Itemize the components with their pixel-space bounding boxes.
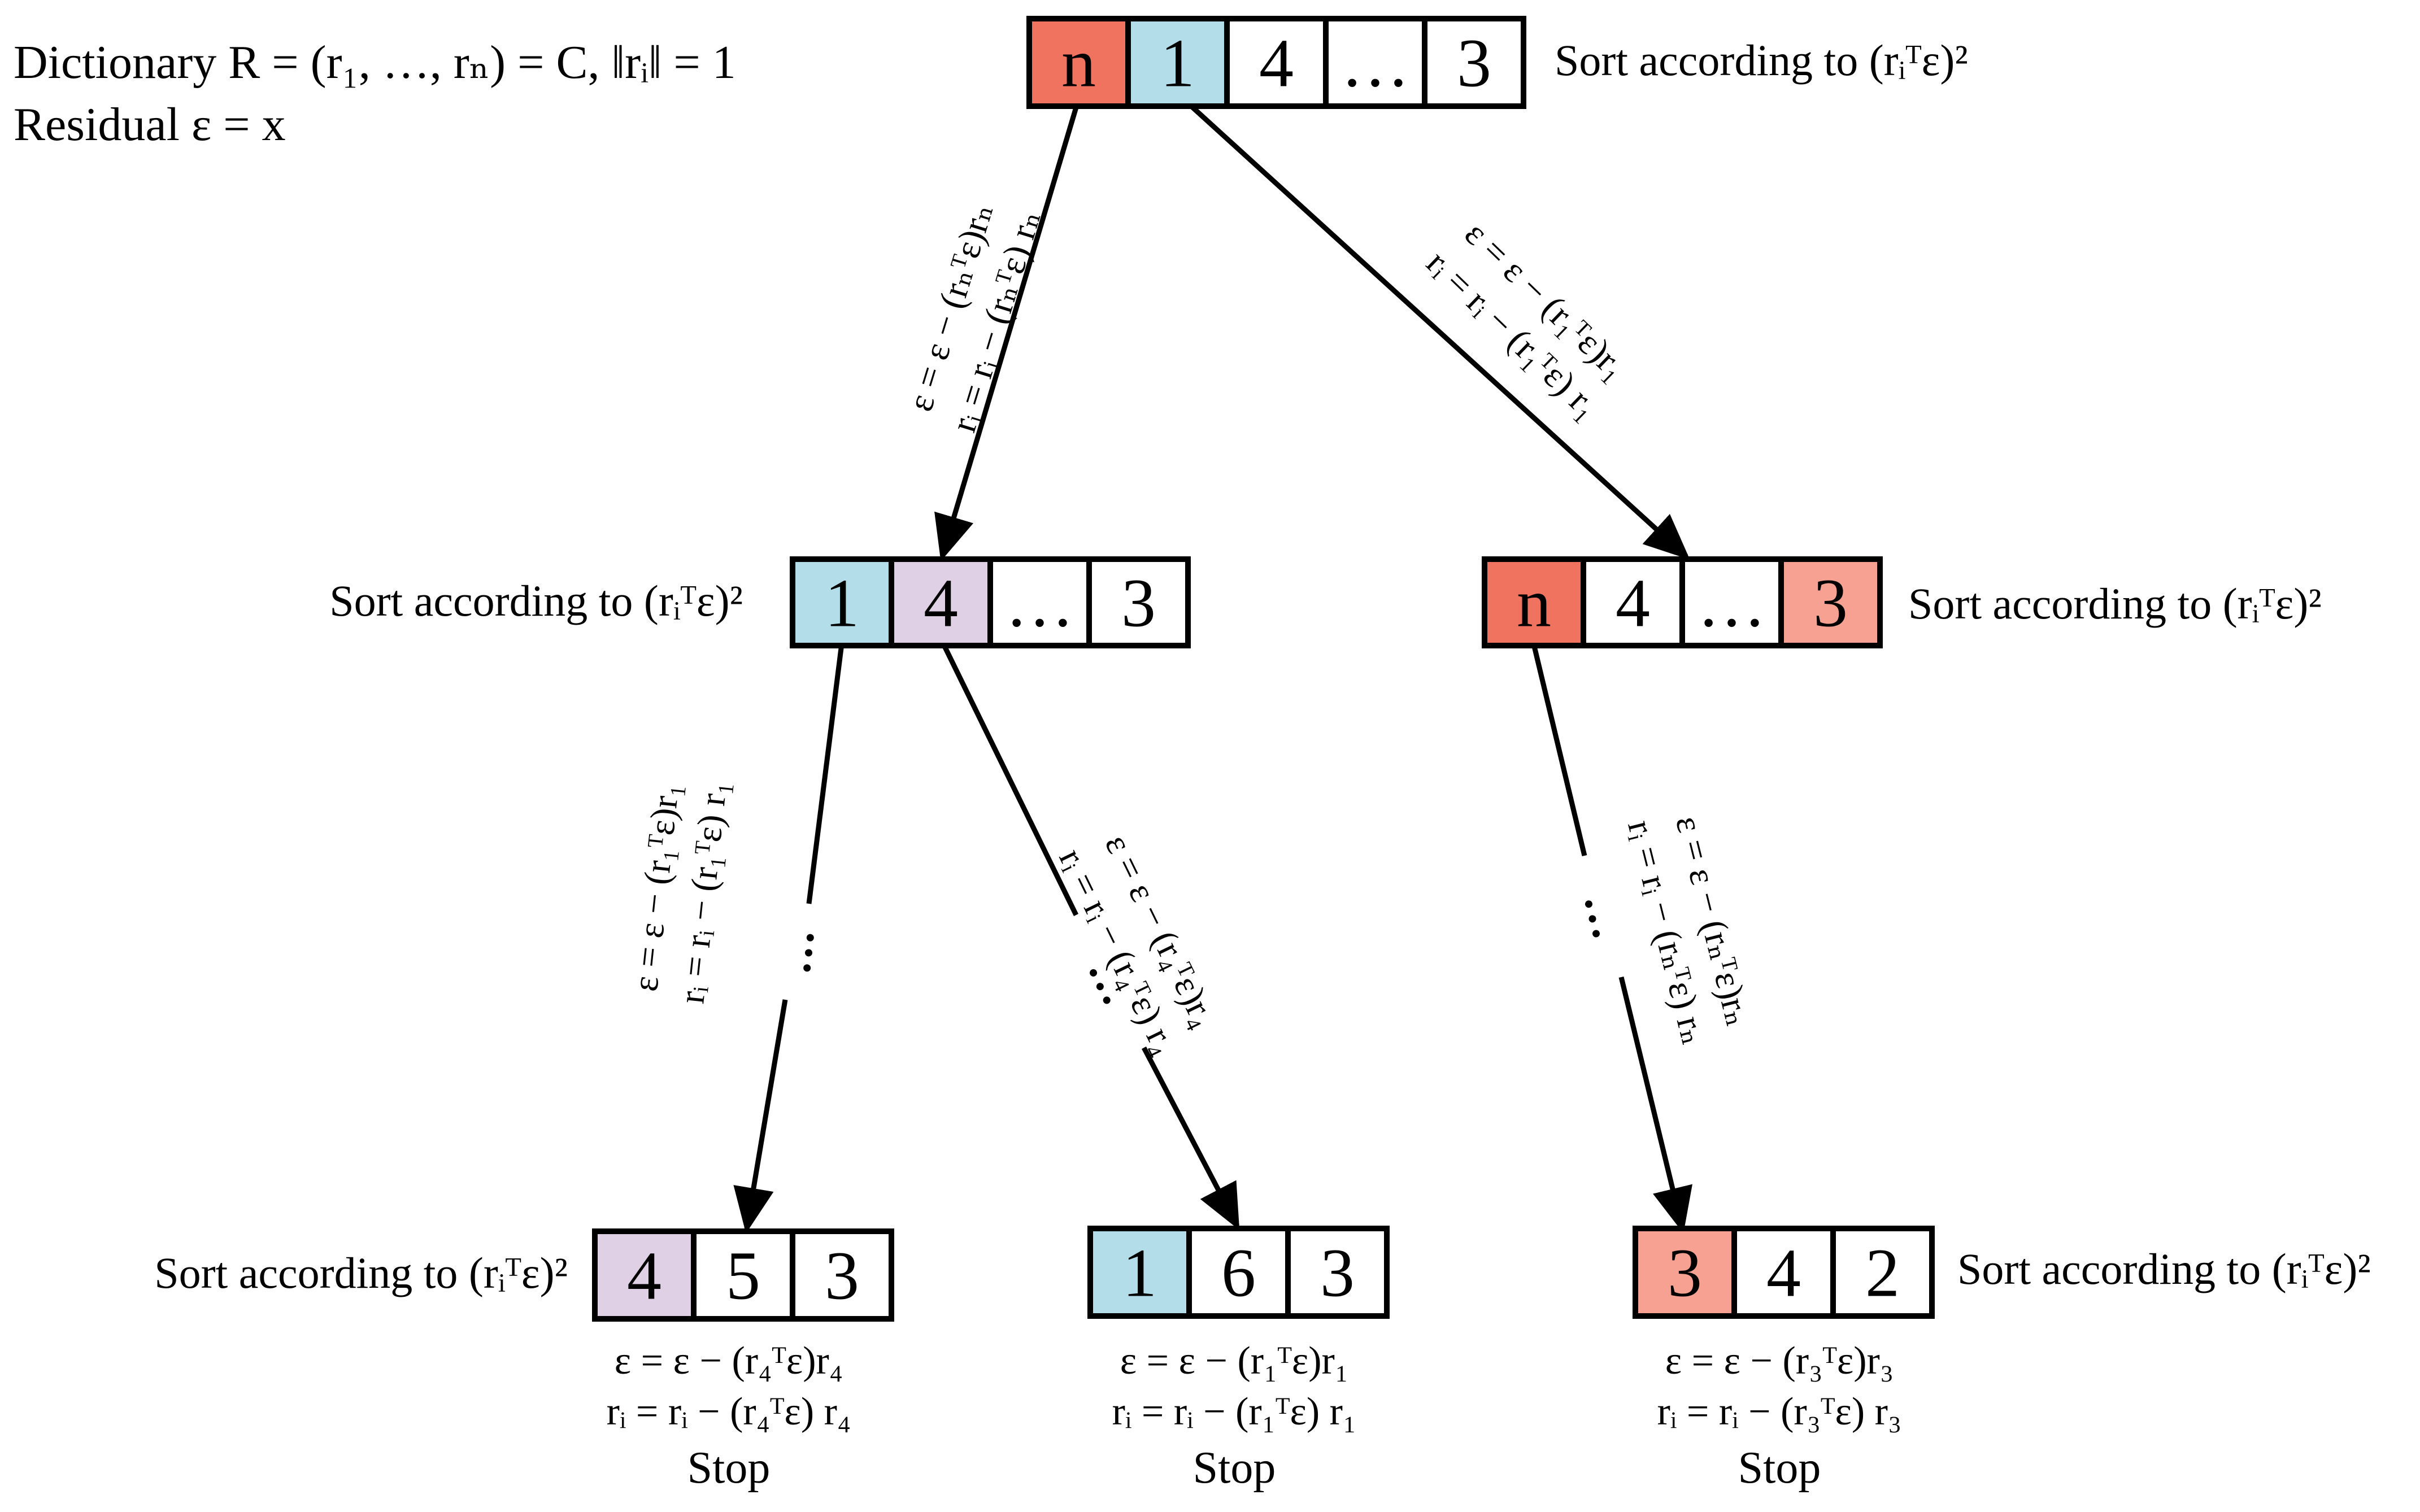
node-cell-value: 4 <box>627 1238 661 1314</box>
edge-mid-left-to-leaf-1 <box>733 643 845 1234</box>
node-cell <box>889 556 993 648</box>
node-leaf-3-label: Sort according to (rᵢᵀε)² <box>1957 1244 2371 1293</box>
node-cell-value: … <box>1006 565 1074 642</box>
node-cell <box>1285 1226 1390 1319</box>
edge-ellipsis-mid-right-to-leaf-3: … <box>1574 888 1634 944</box>
node-cell-value: … <box>1341 25 1410 102</box>
node-cell <box>1778 556 1883 648</box>
node-root-label: Sort according to (rᵢᵀε)² <box>1555 36 1968 85</box>
node-cell-value: 3 <box>1668 1235 1702 1311</box>
node-cell <box>1125 16 1230 109</box>
edge-mid-right-to-leaf-3 <box>1531 643 1693 1234</box>
node-cell <box>1633 1226 1737 1319</box>
edge-root-to-mid-left <box>934 101 1081 561</box>
node-cell <box>1422 16 1526 109</box>
node-cell <box>790 1228 894 1322</box>
node-leaf-2-eq1: ε = ε − (r₁ᵀε)r₁ <box>1120 1339 1349 1383</box>
header-dictionary: Dictionary R = (r₁, …, rₙ) = C, ‖rᵢ‖ = 1 <box>14 36 736 89</box>
node-cell-value: 1 <box>1122 1235 1157 1311</box>
node-cell-value: n <box>1517 565 1551 642</box>
node-cell-value: n <box>1061 25 1096 102</box>
node-cell <box>1087 1226 1192 1319</box>
node-cell-value: 4 <box>1766 1235 1801 1311</box>
node-cell-value: 4 <box>1259 25 1294 102</box>
node-cell-value: 3 <box>1457 25 1491 102</box>
node-leaf-1-eq1: ε = ε − (r₄ᵀε)r₄ <box>615 1339 843 1383</box>
header-residual: Residual ε = x <box>14 98 286 151</box>
edge-root-to-mid-right <box>1184 99 1690 560</box>
edge-label-root-to-mid-right: ε = ε − (r₁ᵀε)r₁ rᵢ = rᵢ − (r₁ᵀε) r₁ <box>1419 213 1635 426</box>
node-leaf-1-stop: Stop <box>687 1443 771 1493</box>
node-cell <box>987 556 1092 648</box>
node-mid-left-label: Sort according to (rᵢᵀε)² <box>329 576 743 625</box>
node-leaf-2-eq2: rᵢ = rᵢ − (r₁ᵀε) r₁ <box>1112 1390 1357 1433</box>
node-cell-value: 6 <box>1221 1235 1256 1311</box>
node-cell <box>1731 1226 1836 1319</box>
node-cell-value: … <box>1698 565 1766 642</box>
edge-ellipsis-mid-left-to-leaf-1: … <box>770 927 824 977</box>
node-cell-value: 4 <box>924 565 958 642</box>
node-leaf-3-eq2: rᵢ = rᵢ − (r₃ᵀε) r₃ <box>1657 1390 1902 1433</box>
edge-label-mid-right-to-leaf-3: ε = ε − (rₙᵀε)rₙ rᵢ = rᵢ − (rₙᵀε) rₙ <box>1620 812 1759 1048</box>
node-leaf-3-eq1: ε = ε − (r₃ᵀε)r₃ <box>1665 1339 1894 1383</box>
node-cell-value: 2 <box>1865 1235 1900 1311</box>
node-cell-value: 5 <box>726 1238 760 1314</box>
node-leaf-1-label: Sort according to (rᵢᵀε)² <box>154 1248 568 1297</box>
node-cell-value: 3 <box>825 1238 859 1314</box>
node-leaf-3-stop: Stop <box>1738 1443 1821 1493</box>
node-cell-value: 3 <box>1320 1235 1355 1311</box>
node-cell <box>592 1228 697 1322</box>
node-cell <box>1482 556 1586 648</box>
edge-label-mid-left-to-leaf-2: ε = ε − (r₄ᵀε)r₄ rᵢ = rᵢ − (r₄ᵀε) r₄ <box>1051 828 1225 1061</box>
node-cell-value: 4 <box>1616 565 1650 642</box>
node-cell-value: 1 <box>825 565 859 642</box>
node-mid-right-label: Sort according to (rᵢᵀε)² <box>1908 579 2322 628</box>
node-cell <box>1581 556 1685 648</box>
node-cell <box>1086 556 1191 648</box>
node-cell-value: 1 <box>1160 25 1195 102</box>
node-cell <box>790 556 894 648</box>
node-cell-value: 3 <box>1121 565 1156 642</box>
node-leaf-1-eq2: rᵢ = rᵢ − (r₄ᵀε) r₄ <box>607 1390 851 1433</box>
edge-label-mid-left-to-leaf-1: ε = ε − (r₁ᵀε)r₁ rᵢ = rᵢ − (r₁ᵀε) r₁ <box>625 779 734 1005</box>
node-cell <box>1830 1226 1935 1319</box>
node-cell-value: 3 <box>1813 565 1848 642</box>
node-leaf-2-stop: Stop <box>1193 1443 1276 1493</box>
node-cell <box>1679 556 1784 648</box>
edge-label-root-to-mid-left: ε = ε − (rₙᵀε)rₙ rᵢ = rᵢ − (rₙᵀε) rₙ <box>900 198 1048 437</box>
edge-mid-left-to-leaf-2 <box>941 643 1240 1230</box>
